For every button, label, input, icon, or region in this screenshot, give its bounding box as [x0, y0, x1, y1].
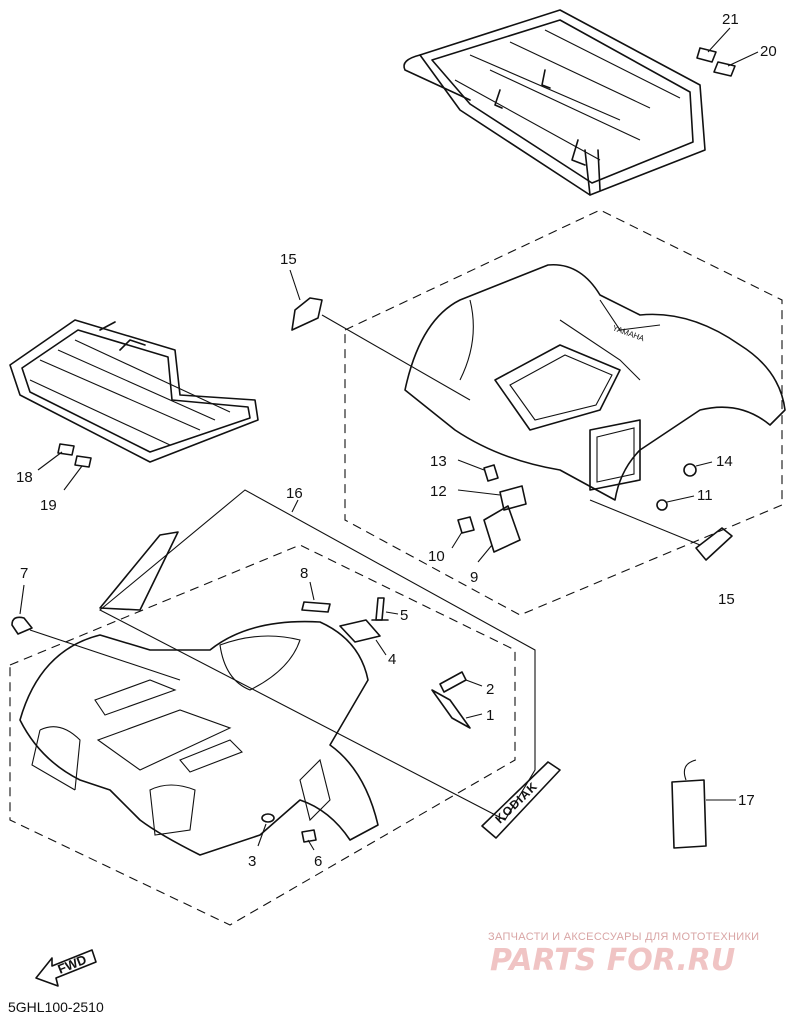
- bolt-10: [457, 516, 475, 534]
- callout-15-top: 15: [280, 251, 297, 268]
- decal-front-strip: [99, 531, 179, 611]
- fwd-arrow: FWD: [35, 949, 97, 987]
- label-8: [301, 601, 331, 613]
- callout-19: 19: [40, 497, 57, 514]
- kodiak-decal-text: KODIAK: [492, 779, 540, 826]
- callout-17: 17: [738, 792, 755, 809]
- decal-15-top: [291, 297, 323, 331]
- rivet-2: [439, 671, 467, 693]
- callout-7: 7: [20, 565, 28, 582]
- label-plate-21: [696, 47, 717, 63]
- front-fender-group-frame: [99, 489, 536, 821]
- rear-carrier: [403, 9, 706, 196]
- callout-5: 5: [400, 607, 408, 624]
- fwd-label: FWD: [56, 952, 89, 977]
- callout-12: 12: [430, 483, 447, 500]
- callout-15-bottom: 15: [718, 591, 735, 608]
- front-fender: [19, 620, 379, 856]
- callout-3: 3: [248, 853, 256, 870]
- decal-7: [11, 616, 33, 635]
- front-fender-group-box: [9, 544, 516, 926]
- watermark-brand: PARTS FOR.RU: [490, 943, 735, 978]
- callout-14: 14: [716, 453, 733, 470]
- label-plate-18: [57, 443, 75, 456]
- plate-1: [431, 689, 471, 729]
- emblem-15-bottom: [695, 527, 733, 561]
- grommet-11: [656, 499, 668, 511]
- callout-9: 9: [470, 569, 478, 586]
- callout-4: 4: [388, 651, 396, 668]
- bolt-13: [483, 464, 499, 482]
- clip-6: [301, 829, 317, 843]
- callout-6: 6: [314, 853, 322, 870]
- callout-2: 2: [486, 681, 494, 698]
- grommet-14: [683, 463, 697, 477]
- callout-21: 21: [722, 11, 739, 28]
- callout-20: 20: [760, 43, 777, 60]
- callout-18: 18: [16, 469, 33, 486]
- callout-1: 1: [486, 707, 494, 724]
- tag-17: [671, 759, 707, 849]
- front-carrier: [9, 319, 259, 463]
- bracket-9: [483, 505, 521, 553]
- watermark-tagline: ЗАПЧАСТИ И АКСЕССУАРЫ ДЛЯ МОТОТЕХНИКИ: [488, 931, 759, 943]
- rivet-5: [371, 597, 389, 621]
- grommet-3: [261, 813, 275, 823]
- callout-8: 8: [300, 565, 308, 582]
- callout-16: 16: [286, 485, 303, 502]
- drawing-code: 5GHL100-2510: [8, 999, 104, 1015]
- callout-11: 11: [697, 487, 713, 504]
- kodiak-decal: KODIAK: [481, 761, 561, 839]
- callout-10: 10: [428, 548, 445, 565]
- plate-12: [499, 485, 527, 511]
- callout-13: 13: [430, 453, 447, 470]
- svg-text:YAMAHA: YAMAHA: [611, 323, 646, 343]
- plate-4: [339, 619, 381, 643]
- label-plate-19: [74, 455, 92, 468]
- label-plate-20: [713, 61, 736, 77]
- rear-fender-group-box: [344, 209, 783, 616]
